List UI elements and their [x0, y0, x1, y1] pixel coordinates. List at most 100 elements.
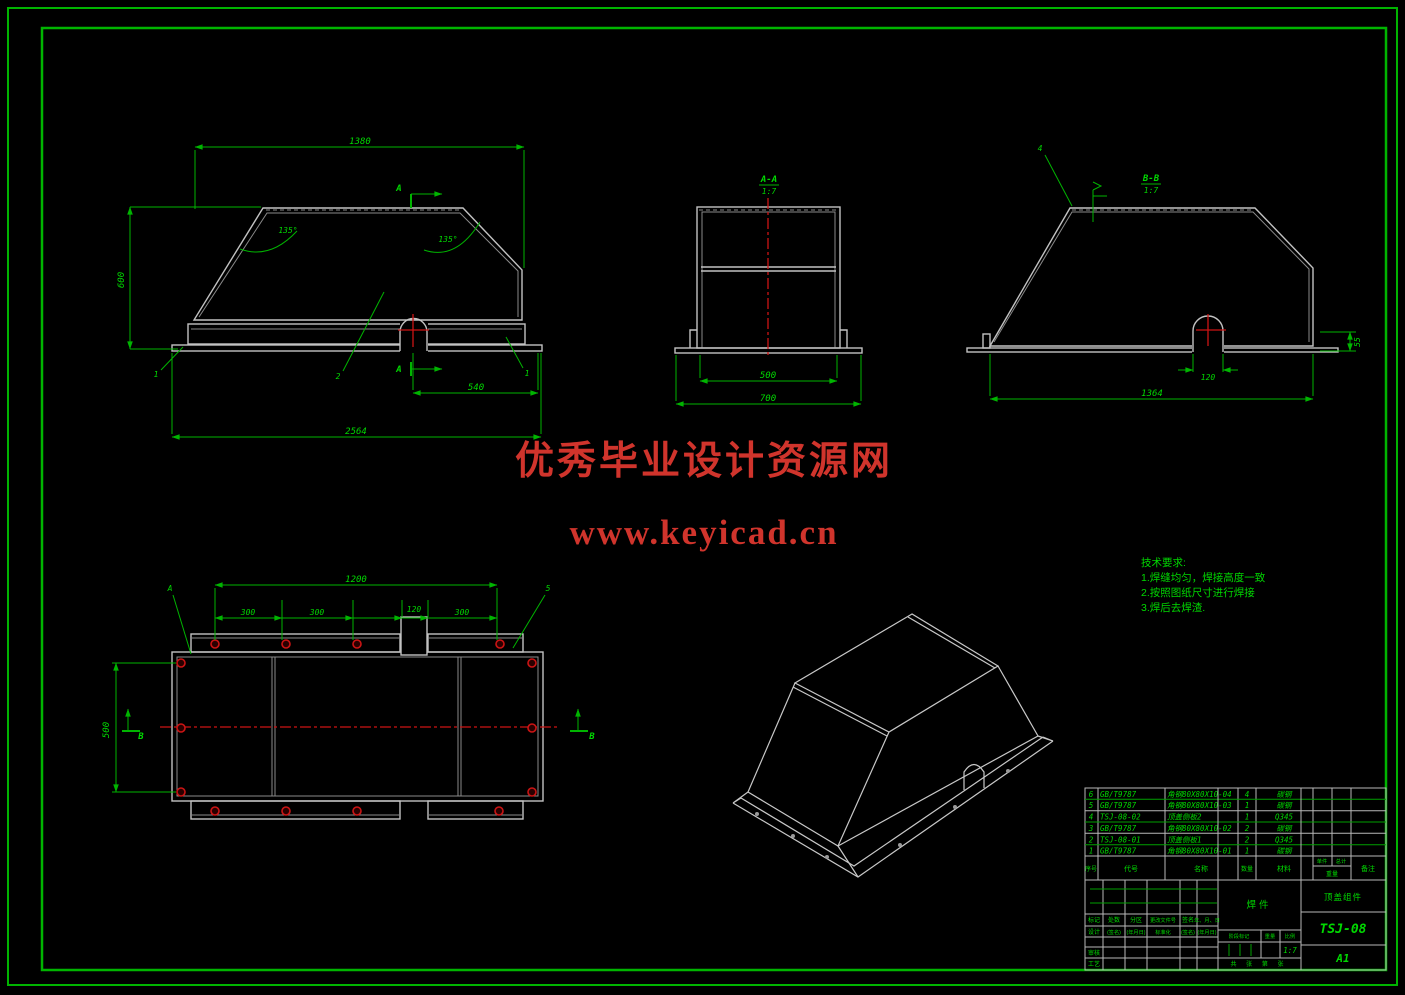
tech-req-item1: 1.焊缝均匀，焊接高度一致: [1141, 571, 1266, 584]
bom-header-remark: 备注: [1361, 864, 1375, 873]
front-section-top-label: A: [395, 184, 401, 194]
outer-border: [7, 7, 1398, 986]
bb-dim-overall: 1364: [1141, 389, 1163, 399]
bom-name: 角钢80X80X10-03: [1167, 801, 1232, 810]
titleblock-right: 顶盖组件 TSJ-08 A1: [1301, 892, 1386, 965]
bom-name: 角钢80X80X10-01: [1167, 847, 1232, 856]
front-dim-top: 1380: [349, 137, 371, 147]
tb-scale: 比例: [1285, 932, 1295, 940]
plan-dim-seg2: 300: [309, 608, 325, 617]
bom-header: 序号 代号 名称 数量 材料 单件 总计 重量 备注: [1085, 857, 1375, 878]
tb-sheets: 共 张 第 张: [1230, 960, 1287, 968]
front-dim-overall: 2564: [345, 427, 367, 437]
bom-material: Q345: [1275, 836, 1294, 845]
bom-seq: 6: [1089, 790, 1094, 799]
bom-header-seq: 序号: [1085, 865, 1097, 873]
bom-header-weight-unit: 单件: [1317, 857, 1327, 865]
watermark: 优秀毕业设计资源网 www.keyicad.cn: [515, 440, 893, 552]
tb-sign3: (签名): [1181, 928, 1195, 936]
tb-design: 设计: [1088, 928, 1100, 936]
tb-stage-mark: 阶段标记: [1229, 932, 1250, 940]
plan-section-left-label: B: [137, 732, 144, 742]
front-balloon-1: 1: [154, 370, 159, 379]
bom-qty: 1: [1245, 801, 1250, 810]
technical-requirements: 技术要求: 1.焊缝均匀，焊接高度一致 2.按照图纸尺寸进行焊接 3.焊后去焊渣…: [1141, 556, 1266, 614]
bom-material: 碳钢: [1277, 847, 1294, 856]
tb-count: 处数: [1108, 916, 1120, 924]
bom-material: 碳钢: [1277, 790, 1294, 799]
tb-drawing-no: TSJ-08: [1320, 922, 1367, 937]
tb-date2: (年月日): [1126, 928, 1145, 936]
front-section-bottom-label: A: [395, 365, 401, 375]
bom-code: GB/T9787: [1100, 801, 1137, 810]
bom-name: 顶盖侧板2: [1167, 813, 1202, 822]
tb-mark: 标记: [1088, 916, 1100, 924]
section-aa-view: A-A 1:7 500 700: [674, 175, 863, 407]
bom-name: 角钢80X80X10-04: [1167, 790, 1232, 799]
tech-req-item2: 2.按照图纸尺寸进行焊接: [1141, 586, 1255, 599]
bom-material: 碳钢: [1277, 801, 1294, 810]
tb-weight: 重量: [1265, 932, 1275, 940]
section-aa-label: A-A: [760, 175, 777, 185]
bom-row: 5 GB/T9787 角钢80X80X10-03 1 碳钢: [1089, 801, 1293, 810]
bom-seq: 4: [1089, 813, 1094, 822]
signature-grid: 标记 处数 分区 更改文件号 签名 年、月、日 设计 (签名) (年月日) 标准…: [1085, 788, 1220, 970]
bom-code: GB/T9787: [1100, 824, 1137, 833]
section-bb-label: B-B: [1142, 174, 1160, 184]
plan-dim-notch: 120: [407, 605, 422, 614]
plan-section-right-label: B: [588, 732, 595, 742]
tb-change-doc: 更改文件号: [1150, 916, 1176, 924]
plan-balloon-right: 5: [546, 584, 551, 593]
tb-zone: 分区: [1130, 916, 1142, 924]
plan-dim-seg3: 300: [454, 608, 470, 617]
front-dim-left: 600: [117, 272, 127, 288]
bom-row: 2 TSJ-08-01 顶盖侧板1 2 Q345: [1089, 836, 1294, 845]
bom-row: 4 TSJ-08-02 顶盖侧板2 1 Q345: [1089, 813, 1294, 822]
plan-balloon-left: A: [167, 584, 173, 593]
tb-date3: (年月日): [1197, 928, 1216, 936]
front-angle-right: 135°: [438, 235, 457, 244]
bom-qty: 2: [1245, 836, 1250, 845]
tb-sign: 签名: [1182, 916, 1194, 924]
bom-code: TSJ-08-01: [1100, 836, 1141, 845]
bom-row: 1 GB/T9787 角钢80X80X10-01 1 碳钢: [1089, 847, 1293, 856]
watermark-line2: www.keyicad.cn: [569, 513, 838, 552]
title-block: 6 GB/T9787 角钢80X80X10-04 4 碳钢 5 GB/T9787…: [1084, 787, 1387, 971]
bb-dim-right: 55: [1353, 337, 1362, 347]
aa-dim-inner: 500: [760, 371, 776, 381]
tech-req-item3: 3.焊后去焊渣.: [1141, 601, 1205, 614]
section-bb-view: B-B 1:7 4 120 1364 55: [966, 144, 1362, 402]
bom-row: 6 GB/T9787 角钢80X80X10-04 4 碳钢: [1089, 790, 1293, 799]
watermark-line1: 优秀毕业设计资源网: [515, 440, 893, 483]
bom-seq: 5: [1089, 801, 1094, 810]
bom-header-weight: 重量: [1326, 870, 1338, 878]
plan-dim-seg1: 300: [240, 608, 256, 617]
tb-standard: 标准化: [1155, 928, 1171, 936]
tb-sign2: (签名): [1107, 928, 1121, 936]
bom-qty: 1: [1245, 847, 1250, 856]
tb-audit: 审核: [1088, 949, 1100, 957]
front-balloon-2: 2: [336, 372, 341, 381]
section-bb-scale: 1:7: [1144, 186, 1159, 195]
tb-date: 年、月、日: [1194, 916, 1220, 924]
bom-seq: 1: [1089, 847, 1094, 856]
aa-dim-outer: 700: [760, 394, 776, 404]
section-aa-scale: 1:7: [762, 187, 777, 196]
bom-qty: 2: [1245, 824, 1250, 833]
isometric-view: [732, 613, 1054, 878]
bolt-holes: [176, 639, 537, 816]
front-angle-left: 135°: [278, 226, 297, 235]
tech-req-title: 技术要求:: [1141, 556, 1186, 569]
bom-rows: 6 GB/T9787 角钢80X80X10-04 4 碳钢 5 GB/T9787…: [1088, 790, 1294, 856]
bom-header-material: 材料: [1277, 864, 1291, 873]
tb-weldment: 焊件: [1246, 899, 1271, 911]
bom-material: 碳钢: [1277, 824, 1294, 833]
bom-qty: 1: [1245, 813, 1250, 822]
bom-header-weight-total: 总计: [1336, 857, 1346, 865]
bom-code: GB/T9787: [1100, 790, 1137, 799]
bom-seq: 2: [1089, 836, 1094, 845]
front-view: 135° 135° 1380 600 540 2564 A A 1 2 1: [117, 137, 543, 440]
tb-scale-value: 1:7: [1283, 946, 1297, 955]
bom-header-name: 名称: [1194, 864, 1208, 873]
